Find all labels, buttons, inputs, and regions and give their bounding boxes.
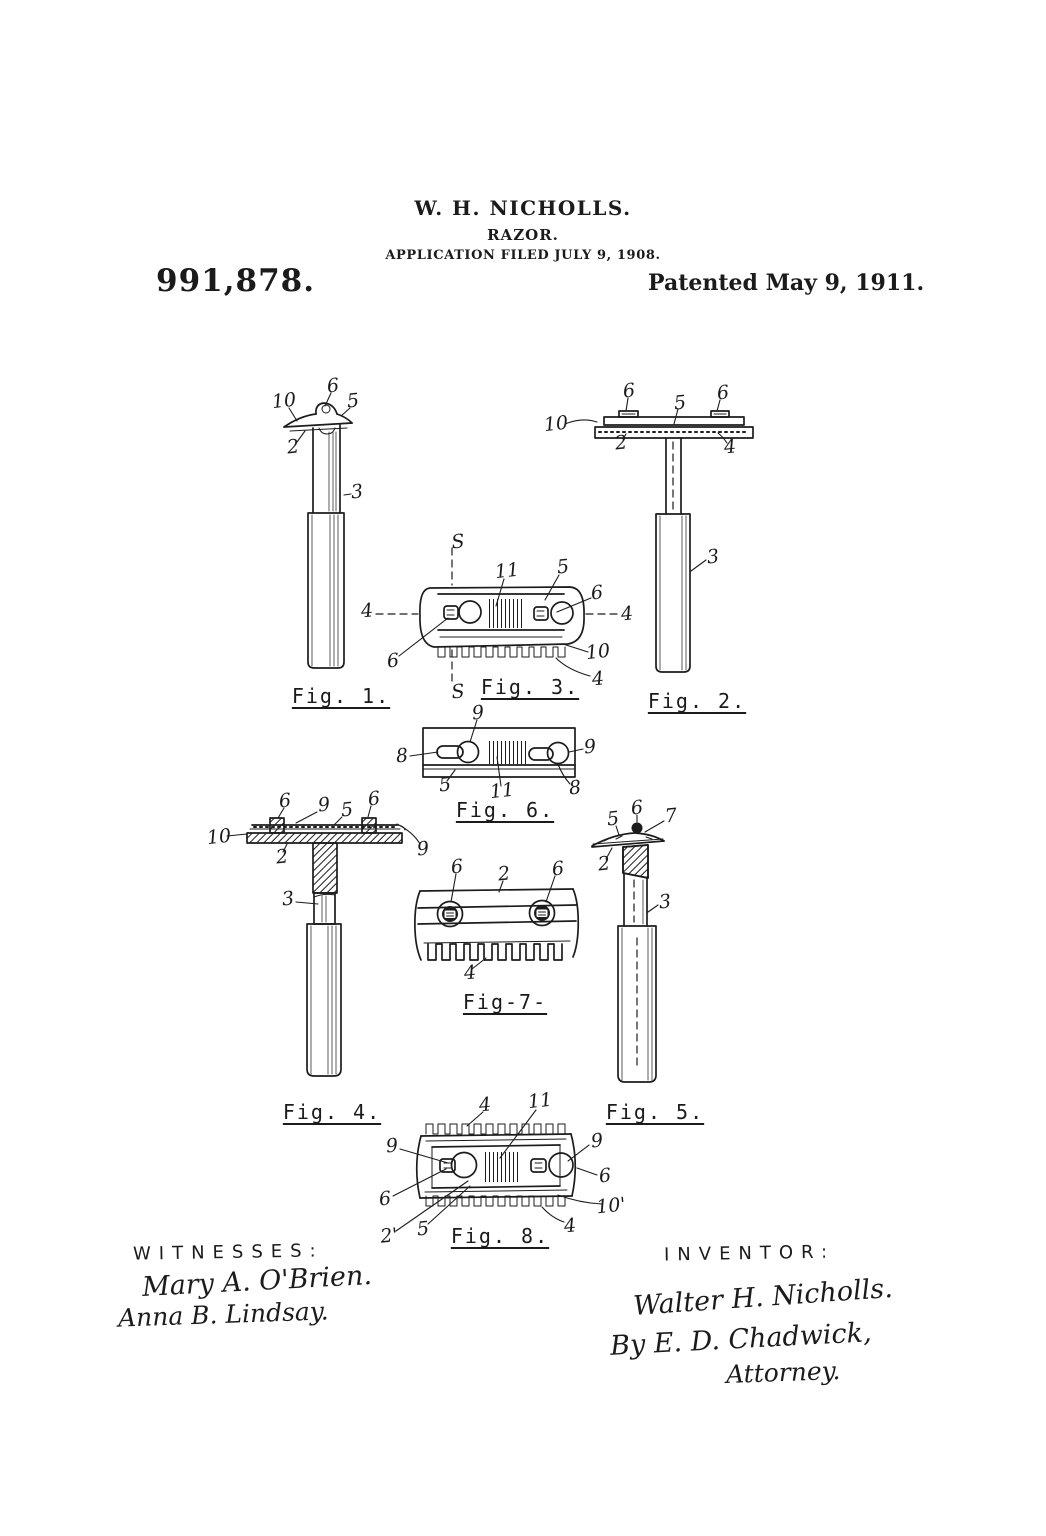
ref-numeral-fig2-2-9: 2 [613,431,629,455]
ref-numeral-fig2-6-5: 6 [621,379,637,403]
fig7-head-front-view [414,873,580,970]
ref-numeral-fig8-6-49: 6 [597,1164,613,1188]
fig1-razor-side-view [283,392,353,669]
fig4-handle [306,923,342,1077]
fig3-comb-teeth [437,646,566,658]
ref-numeral-fig3-4-13: 4 [359,599,375,623]
ref-numeral-fig7-2-37: 2 [496,862,512,886]
header-invention-title: RAZOR. [487,226,559,244]
fig7-comb-teeth [427,943,563,961]
ref-numeral-fig2-6-7: 6 [715,381,731,405]
patent-number: 991,878. [156,263,316,299]
ref-numeral-fig6-5-25: 5 [437,773,453,797]
ref-numeral-fig1-5-2: 5 [345,389,361,413]
ref-numeral-fig4-2-33: 2 [274,845,290,869]
fig1-caption: Fig. 1. [291,684,391,708]
fig3-caption: Fig. 3. [480,675,580,699]
header-inventor-name: W. H. NICHOLLS. [414,196,632,220]
ref-numeral-fig4-6-28: 6 [277,789,293,813]
ref-numeral-fig8-4-52: 4 [562,1214,578,1238]
ref-numeral-fig4-9-34: 9 [415,837,431,861]
ref-numeral-fig5-2-43: 2 [596,852,612,876]
fig8-caption: Fig. 8. [450,1224,550,1248]
fig6-caption: Fig. 6. [455,798,555,822]
fig2-caption: Fig. 2. [647,689,747,713]
attorney-title: Attorney. [725,1356,841,1389]
fig8-bottom-teeth [425,1195,566,1207]
ref-numeral-fig1-3-4: 3 [349,480,365,504]
ref-numeral-fig5-6-41: 6 [629,796,645,820]
patent-date: Patented May 9, 1911. [648,270,925,296]
ref-numeral-fig5-5-40: 5 [605,807,621,831]
ref-numeral-fig5-7-42: 7 [663,804,679,828]
fig2-handle [655,513,691,673]
ref-numeral-fig2-4-10: 4 [722,435,738,459]
ref-numeral-fig8-9-48: 9 [589,1129,605,1153]
fig8-head-plan-view [392,1109,603,1232]
ref-numeral-fig3-S-12: S [450,530,466,554]
ref-numeral-fig3-4-17: 4 [619,602,635,626]
ref-numeral-fig6-8-27: 8 [567,776,583,800]
fig4-razor-cross-section [226,805,421,1077]
header-application-line: APPLICATION FILED JULY 9, 1908. [385,248,661,263]
ref-numeral-fig4-9-29: 9 [316,793,332,817]
ref-numeral-fig8-10prime-51: 10' [595,1193,627,1219]
ref-numeral-fig6-9-22: 9 [470,701,486,725]
ref-numeral-fig4-3-35: 3 [280,887,296,911]
ref-numeral-fig1-6-1: 6 [325,374,341,398]
fig2-guard-bar [594,426,754,439]
ref-numeral-fig8-6-50: 6 [377,1187,393,1211]
ref-numeral-fig1-2-3: 2 [285,435,301,459]
ref-numeral-fig3-6-18: 6 [385,649,401,673]
ref-numeral-fig7-4-39: 4 [462,961,478,985]
fig7-caption: Fig-7- [462,990,548,1014]
fig6-blade-plate-plan [409,719,584,787]
ref-numeral-fig8-4-45: 4 [477,1093,493,1117]
ref-numeral-fig6-9-24: 9 [582,735,598,759]
ref-numeral-fig6-8-23: 8 [394,744,410,768]
fig2-razor-front-view [564,397,754,673]
fig4-caption: Fig. 4. [282,1100,382,1124]
ref-numeral-fig3-10-19: 10 [584,639,612,665]
ref-numeral-fig3-4-20: 4 [590,667,606,691]
ref-numeral-fig3-5-15: 5 [555,555,571,579]
witnesses-heading: WITNESSES: [132,1240,324,1265]
fig5-caption: Fig. 5. [605,1100,705,1124]
fig5-handle [617,925,657,1083]
fig3-head-top-plan [375,547,621,687]
ref-numeral-fig4-10-32: 10 [205,824,233,850]
ref-numeral-fig4-5-30: 5 [339,798,355,822]
ref-numeral-fig7-6-38: 6 [550,857,566,881]
ref-numeral-fig1-10-0: 10 [270,388,298,414]
ref-numeral-fig8-2prime-53: 2' [379,1224,399,1248]
ref-numeral-fig3-6-16: 6 [589,581,605,605]
ref-numeral-fig7-6-36: 6 [449,855,465,879]
fig5-razor-section-side [591,814,665,1083]
fig4-head-section [246,832,403,844]
fig1-handle [307,512,345,669]
fig8-top-teeth [425,1123,566,1135]
ref-numeral-fig3-S-21: S [450,680,466,704]
ref-numeral-fig2-3-11: 3 [705,545,721,569]
ref-numeral-fig8-5-54: 5 [415,1217,431,1241]
ref-numeral-fig8-11-46: 11 [526,1088,554,1114]
ref-numeral-fig8-9-47: 9 [384,1134,400,1158]
ref-numeral-fig4-6-31: 6 [366,787,382,811]
ref-numeral-fig3-11-14: 11 [493,558,521,584]
inventor-heading: INVENTOR: [663,1241,836,1266]
ref-numeral-fig5-3-44: 3 [657,890,673,914]
ref-numeral-fig2-5-6: 5 [672,391,688,415]
ref-numeral-fig2-10-8: 10 [542,411,570,437]
